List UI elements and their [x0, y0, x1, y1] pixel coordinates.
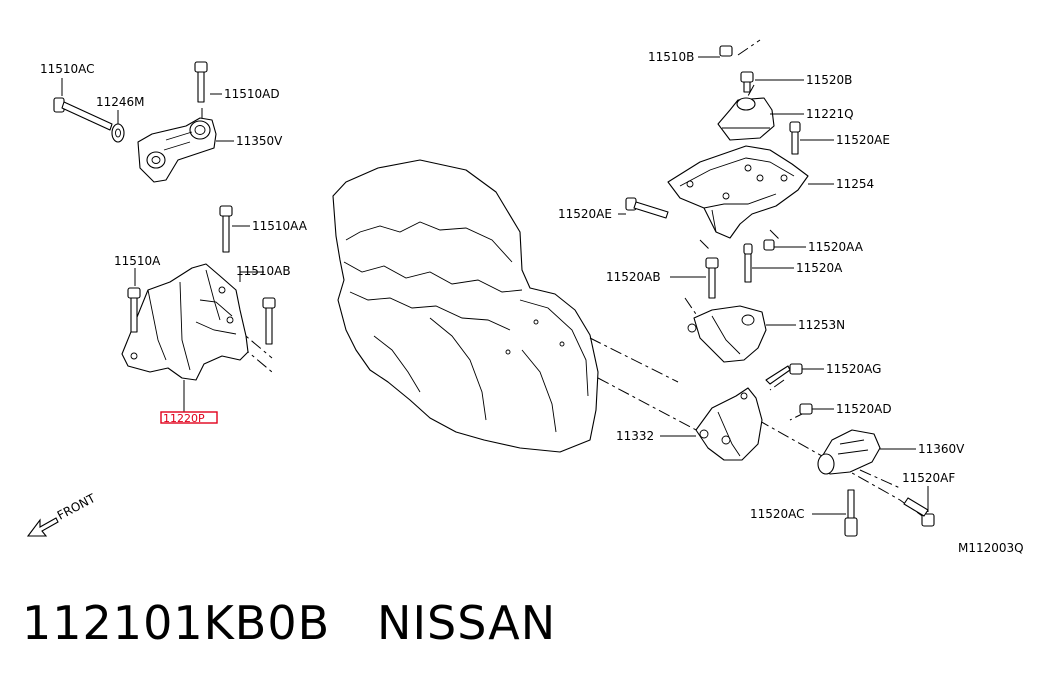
part-11254-bracket-plate: [667, 145, 809, 239]
label-11520AA: 11520AA: [808, 240, 864, 254]
front-arrow-icon: [26, 517, 59, 537]
part-11253N-bracket: [687, 305, 767, 363]
label-11253N: 11253N: [798, 318, 845, 332]
bolt-11520AE-upper: [789, 121, 801, 155]
part-11221Q-insulator: [717, 97, 775, 141]
bolt-11520AC: [844, 489, 858, 537]
label-11510A: 11510A: [114, 254, 161, 268]
label-11520B: 11520B: [806, 73, 852, 87]
front-label: FRONT: [55, 491, 98, 523]
label-11220P: 11220P: [163, 412, 205, 425]
brand-name: NISSAN: [377, 596, 557, 650]
bolt-11520AG: [765, 363, 803, 385]
bolt-11510AA: [219, 205, 233, 253]
label-11520AG: 11520AG: [826, 362, 881, 376]
label-11520AD: 11520AD: [836, 402, 892, 416]
diagram-code: M112003Q: [958, 541, 1024, 555]
label-11520AE-left: 11520AE: [558, 207, 612, 221]
bolt-11510B: [719, 45, 733, 57]
label-11510B: 11510B: [648, 50, 694, 64]
leader-lines: [61, 56, 929, 515]
label-11510AB: 11510AB: [236, 264, 291, 278]
label-11520AB: 11520AB: [606, 270, 661, 284]
bolt-11510A: [127, 287, 141, 333]
label-11510AC: 11510AC: [40, 62, 95, 76]
bolt-11520AD: [799, 403, 813, 415]
label-11520AC: 11520AC: [750, 507, 805, 521]
bolt-11510AD: [194, 61, 208, 103]
bolt-11520B: [740, 71, 754, 93]
highlight-box-11220P: [160, 411, 218, 424]
caption-gap: [330, 596, 377, 650]
part-labels: 11510AC 11246M 11510AD 11350V 11510AA 11…: [40, 50, 965, 521]
label-11332: 11332: [616, 429, 654, 443]
label-11221Q: 11221Q: [806, 107, 854, 121]
engine-block: [332, 159, 599, 453]
label-11254: 11254: [836, 177, 874, 191]
label-11350V: 11350V: [236, 134, 283, 148]
bolt-11510AB: [262, 297, 276, 345]
front-direction-indicator: FRONT: [26, 491, 98, 537]
bolt-11520AF: [903, 497, 935, 527]
part-caption: 112101KB0B NISSAN: [22, 596, 1022, 666]
bolt-11520AE-left: [625, 197, 669, 219]
part-11332-bracket: [695, 387, 763, 461]
label-11510AD: 11510AD: [224, 87, 280, 101]
part-11350V-torque-rod: [137, 117, 217, 183]
bolt-11520AB: [705, 257, 719, 299]
label-11360V: 11360V: [918, 442, 965, 456]
label-11246M: 11246M: [96, 95, 145, 109]
exploded-parts-diagram: 11510AC 11246M 11510AD 11350V 11510AA 11…: [26, 39, 1024, 555]
label-11510AA: 11510AA: [252, 219, 308, 233]
bolt-11510AC: [53, 97, 113, 131]
label-11520A: 11520A: [796, 261, 843, 275]
part-number: 112101KB0B: [22, 596, 331, 650]
bolt-11520AA: [763, 239, 775, 251]
label-11520AE-upper: 11520AE: [836, 133, 890, 147]
washer-11246M: [111, 123, 125, 143]
label-11520AF: 11520AF: [902, 471, 955, 485]
bolt-11520A: [743, 243, 753, 283]
part-11360V-insulator: [817, 429, 881, 475]
part-11220P-bracket: [121, 263, 249, 381]
